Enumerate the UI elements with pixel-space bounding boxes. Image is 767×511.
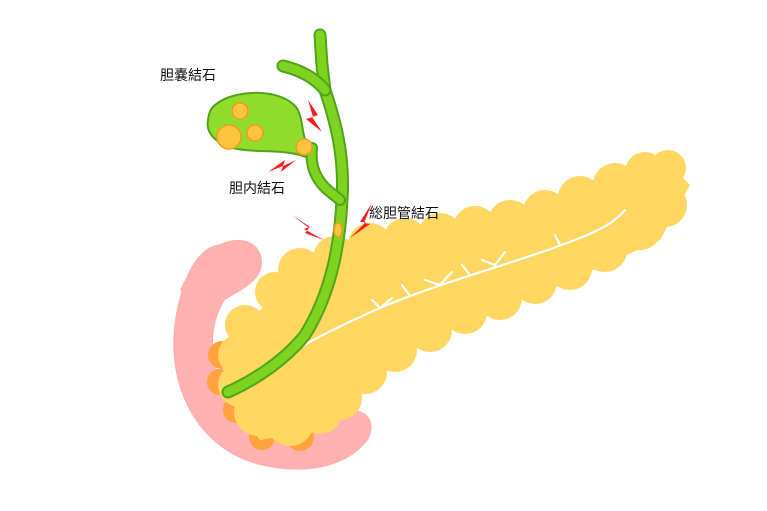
duct-stone-upper — [295, 138, 313, 156]
pancreas — [218, 150, 690, 446]
bile-duct — [221, 28, 350, 399]
pain-mark-hepatic — [268, 160, 296, 172]
duodenum — [173, 239, 372, 470]
gallbladder-stone-small — [246, 124, 264, 142]
common-bile-duct-stone-label: 総胆管結石 — [369, 206, 439, 222]
pain-mark-cbd-right — [350, 203, 372, 238]
gallbladder-stone-label: 胆嚢結石 — [160, 68, 216, 84]
gallstones — [216, 102, 343, 238]
common-bile-duct-stone — [333, 222, 343, 238]
pain-marks — [268, 100, 372, 240]
pain-mark-cbd-left — [292, 215, 324, 240]
intrahepatic-stone-label: 胆内結石 — [229, 181, 285, 197]
gallbladder-stone-medium — [231, 102, 249, 120]
pain-mark-cystic — [306, 100, 322, 132]
gallbladder-stone-large — [216, 124, 242, 150]
